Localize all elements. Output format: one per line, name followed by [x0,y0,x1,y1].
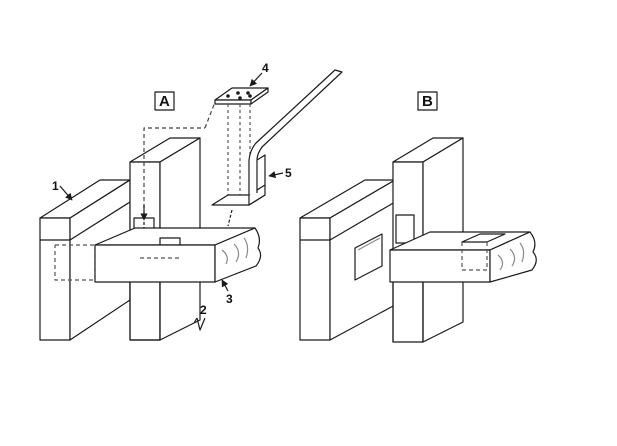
arrow-icon [59,72,284,292]
horizontal-beam [94,227,262,283]
horizontal-beam-b [389,231,537,283]
assembly-path [140,101,233,227]
callout-4: 4 [262,61,269,75]
callout-5: 5 [285,166,292,180]
panel-a-label: A [159,93,170,110]
strap-bracket [211,69,343,206]
lower-post-b [392,282,424,342]
callout-3: 3 [226,292,233,306]
callout-2: 2 [200,303,207,317]
callout-1: 1 [52,179,59,193]
left-wall-b [299,179,396,341]
lower-post [129,282,161,341]
panel-a-label-box [154,91,175,111]
hook-arrow-icon [193,317,206,331]
connector-plate [214,87,269,195]
panel-a [39,69,343,341]
panel-b-label-box [417,91,438,111]
panel-b [299,91,537,343]
panel-b-label: B [422,93,433,110]
